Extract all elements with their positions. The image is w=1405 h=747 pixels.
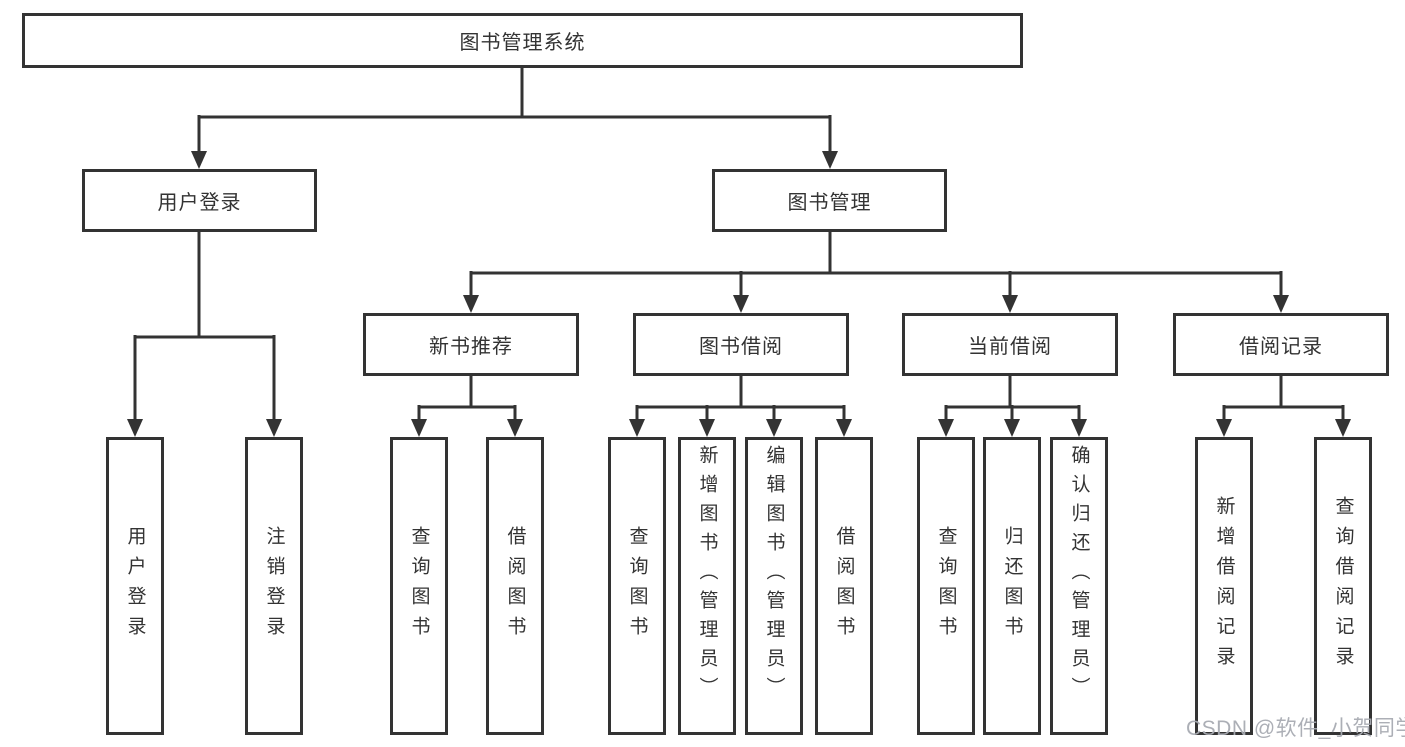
- node-current-borrow: 当前借阅: [902, 313, 1118, 376]
- leaf-records-query-record: 查询借阅记录: [1314, 437, 1372, 735]
- node-borrow-records: 借阅记录: [1173, 313, 1389, 376]
- leaf-newbook-borrow-books-label: 借阅图书: [504, 526, 526, 646]
- leaf-borrow-edit-books-admin-label: 编辑图书（管理员）: [763, 445, 785, 706]
- leaf-current-return-books: 归还图书: [983, 437, 1041, 735]
- leaf-newbook-query-books: 查询图书: [390, 437, 448, 735]
- leaf-newbook-borrow-books: 借阅图书: [486, 437, 544, 735]
- leaf-borrow-add-books-admin: 新增图书（管理员）: [678, 437, 736, 735]
- node-new-book-recommend-label: 新书推荐: [429, 336, 513, 358]
- leaf-borrow-query-books: 查询图书: [608, 437, 666, 735]
- leaf-borrow-edit-books-admin: 编辑图书（管理员）: [745, 437, 803, 735]
- leaf-records-add-record: 新增借阅记录: [1195, 437, 1253, 735]
- leaf-records-query-record-label: 查询借阅记录: [1332, 496, 1354, 676]
- leaf-user-login: 用户登录: [106, 437, 164, 735]
- leaf-borrow-borrow-books: 借阅图书: [815, 437, 873, 735]
- leaf-records-add-record-label: 新增借阅记录: [1213, 496, 1235, 676]
- leaf-borrow-add-books-admin-label: 新增图书（管理员）: [696, 445, 718, 706]
- leaf-current-confirm-return-admin: 确认归还（管理员）: [1050, 437, 1108, 735]
- node-borrow-records-label: 借阅记录: [1239, 336, 1323, 358]
- leaf-current-return-books-label: 归还图书: [1001, 526, 1023, 646]
- node-book-management: 图书管理: [712, 169, 947, 232]
- node-book-borrow: 图书借阅: [633, 313, 849, 376]
- leaf-logout: 注销登录: [245, 437, 303, 735]
- csdn-watermark: CSDN @软件_小贺同学: [1186, 717, 1405, 740]
- leaf-borrow-query-books-label: 查询图书: [626, 526, 648, 646]
- leaf-logout-label: 注销登录: [263, 526, 285, 646]
- node-user-login: 用户登录: [82, 169, 317, 232]
- node-book-borrow-label: 图书借阅: [699, 336, 783, 358]
- node-book-management-label: 图书管理: [787, 192, 872, 214]
- leaf-borrow-borrow-books-label: 借阅图书: [833, 526, 855, 646]
- node-user-login-label: 用户登录: [157, 192, 242, 214]
- leaf-current-query-books: 查询图书: [917, 437, 975, 735]
- leaf-newbook-query-books-label: 查询图书: [408, 526, 430, 646]
- node-root: 图书管理系统: [22, 13, 1023, 68]
- node-root-label: 图书管理系统: [459, 32, 586, 54]
- leaf-current-query-books-label: 查询图书: [935, 526, 957, 646]
- node-current-borrow-label: 当前借阅: [968, 336, 1052, 358]
- arrowheads: [127, 151, 1351, 437]
- leaf-current-confirm-return-admin-label: 确认归还（管理员）: [1068, 445, 1090, 706]
- node-new-book-recommend: 新书推荐: [363, 313, 579, 376]
- leaf-user-login-label: 用户登录: [124, 526, 146, 646]
